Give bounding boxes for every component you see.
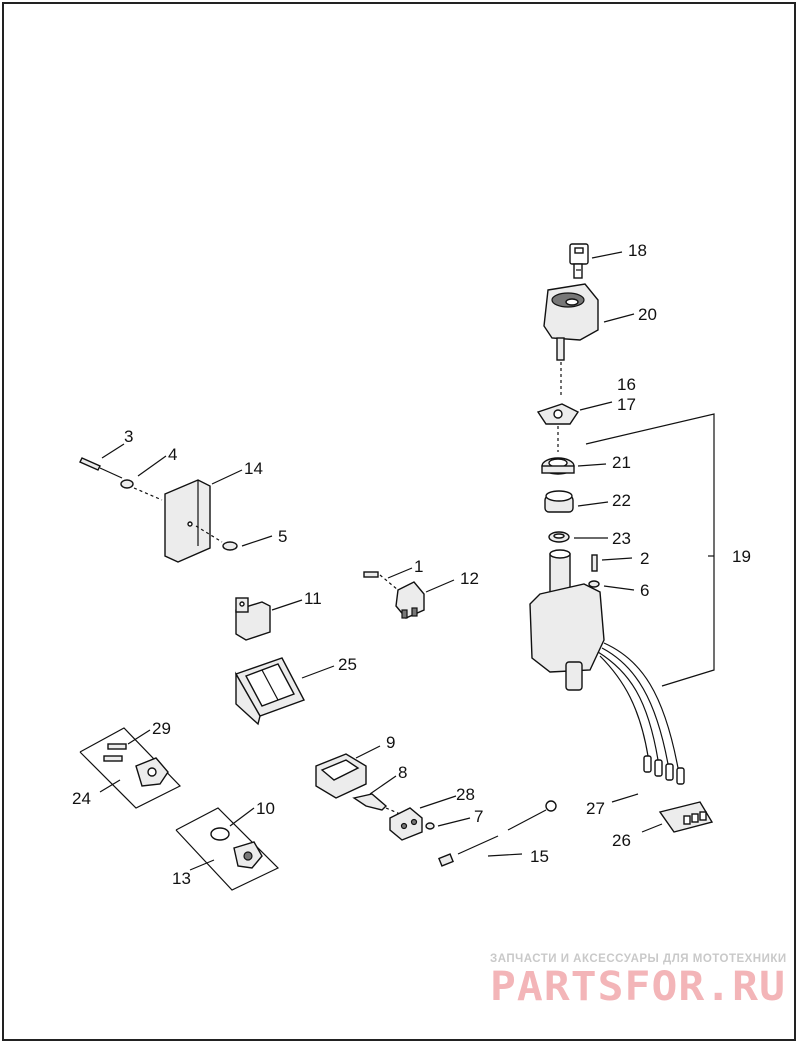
callout-20: 20 — [638, 305, 657, 324]
part-breaker-12 — [395, 581, 425, 619]
callout-26: 26 — [612, 831, 631, 850]
part-tray-25 — [234, 657, 305, 726]
callout-12: 12 — [460, 569, 479, 588]
part-washer-4 — [120, 479, 134, 489]
part-cable-15 — [438, 800, 557, 867]
part-wire-terminals — [643, 755, 685, 785]
part-ignition-switch-body — [529, 549, 679, 769]
callout-15: 15 — [530, 847, 549, 866]
callout-19: 19 — [732, 547, 751, 566]
callout-21: 21 — [612, 453, 631, 472]
part-contact-plate — [536, 403, 580, 452]
callout-23: 23 — [612, 529, 631, 548]
part-switch-24 — [135, 757, 169, 787]
bracket-19 — [585, 413, 715, 687]
callout-2: 2 — [640, 549, 649, 568]
part-washer-23 — [548, 531, 570, 543]
callout-14: 14 — [244, 459, 263, 478]
callout-7: 7 — [474, 807, 483, 826]
part-screw-1 — [363, 571, 399, 591]
leader-lines — [99, 251, 714, 871]
part-sender-13 — [233, 841, 263, 869]
part-bolt-8 — [352, 793, 401, 815]
part-relay-11 — [235, 597, 271, 641]
watermark-logo: PARTSFOR.RU — [490, 964, 786, 1010]
part-cover-9 — [315, 753, 367, 799]
watermark: ЗАПЧАСТИ И АКСЕССУАРЫ ДЛЯ МОТОТЕХНИКИ PA… — [490, 953, 787, 1010]
callout-4: 4 — [168, 445, 177, 464]
callout-6: 6 — [640, 581, 649, 600]
part-ignition-cap — [543, 283, 599, 395]
part-washer-5 — [222, 541, 238, 551]
part-screw-3 — [79, 457, 123, 479]
part-sleeve-22 — [544, 490, 574, 513]
callout-11: 11 — [304, 589, 322, 608]
part-screw-2 — [591, 554, 598, 572]
callout-28: 28 — [456, 785, 475, 804]
part-clips-29 — [103, 743, 127, 762]
part-nut-7 — [425, 822, 435, 830]
bracket-24 — [79, 727, 181, 809]
callout-17: 17 — [617, 395, 636, 414]
callout-13: 13 — [172, 869, 191, 888]
callout-8: 8 — [398, 763, 407, 782]
part-connector-26 — [658, 801, 714, 833]
part-module-14 — [164, 479, 211, 563]
part-terminal-block-28 — [389, 807, 423, 841]
callout-10: 10 — [256, 799, 275, 818]
callout-27: 27 — [586, 799, 605, 818]
callout-9: 9 — [386, 733, 395, 752]
callout-1: 1 — [414, 557, 423, 576]
callout-16: 16 — [617, 375, 636, 394]
part-ring-21 — [541, 457, 575, 475]
part-oring-10 — [210, 827, 230, 841]
callout-25: 25 — [338, 655, 357, 674]
callout-5: 5 — [278, 527, 287, 546]
callout-18: 18 — [628, 241, 647, 260]
callout-3: 3 — [124, 427, 133, 446]
bracket-13 — [175, 807, 280, 891]
callout-24: 24 — [72, 789, 91, 808]
part-key — [569, 243, 589, 279]
watermark-tagline: ЗАПЧАСТИ И АКСЕССУАРЫ ДЛЯ МОТОТЕХНИКИ — [490, 953, 787, 965]
callout-29: 29 — [152, 719, 171, 738]
callout-numbers: 18 20 16 17 21 22 23 2 6 19 27 26 3 4 14… — [72, 241, 751, 888]
callout-22: 22 — [612, 491, 631, 510]
part-washer-6 — [588, 580, 600, 588]
